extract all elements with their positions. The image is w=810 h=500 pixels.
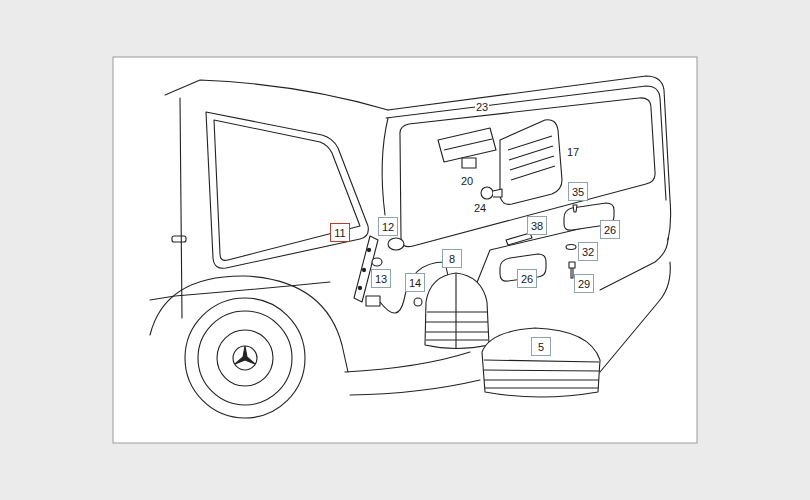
callout-box: 32 (578, 242, 598, 261)
bumper-bottom-right (600, 262, 670, 372)
holder-hole (358, 286, 361, 289)
callout-box: 26 (517, 269, 537, 288)
tailgate-lower-edge (470, 224, 600, 300)
tyre (185, 298, 305, 418)
callout-box: 26 (600, 220, 620, 239)
callout-box: 38 (527, 216, 547, 235)
star-emblem (235, 346, 255, 364)
callout-number: 23 (475, 101, 489, 114)
callout-number: 26 (604, 224, 616, 236)
window-frame (214, 120, 360, 260)
callout-box: 5 (531, 337, 551, 356)
door-edge (180, 98, 182, 318)
callout-box: 13 (371, 269, 391, 288)
callout-number: 11 (334, 227, 345, 239)
lens-5 (482, 328, 600, 397)
bumper-top-right (600, 238, 668, 290)
door-handle (172, 236, 186, 242)
callout-number: 12 (382, 221, 394, 233)
bulb-13 (372, 258, 382, 266)
screw-35 (573, 205, 577, 212)
callout-box: 35 (568, 182, 588, 201)
callout-box: 8 (442, 249, 462, 268)
callout-number: 13 (375, 273, 387, 285)
bumper-bottom (350, 380, 480, 395)
callout-box: 14 (405, 273, 425, 292)
callout-number: 8 (449, 253, 455, 265)
callout-number: 17 (566, 146, 580, 159)
callout-number: 14 (409, 277, 421, 289)
callout-number: 20 (460, 175, 474, 188)
parts (354, 120, 614, 397)
bulb-base (493, 189, 502, 197)
star-ring (233, 346, 257, 370)
side-window (206, 112, 368, 268)
callout-number: 35 (572, 186, 584, 198)
callout-number: 29 (578, 278, 590, 290)
callout-number: 5 (538, 341, 544, 353)
holder-hole (362, 268, 365, 271)
drawing-panel (113, 57, 697, 443)
callout-box: 11 (330, 223, 350, 242)
c-pillar (382, 118, 388, 215)
callout-number: 24 (473, 202, 487, 215)
roof-line (165, 80, 388, 110)
brake-light-17 (500, 120, 562, 205)
cover-23 (438, 128, 496, 162)
clip-20 (462, 158, 476, 168)
nut-14 (414, 298, 422, 306)
bumper-top (345, 352, 470, 372)
hub-cap (217, 330, 273, 386)
lens-ribs (484, 360, 599, 388)
callout-number: 32 (582, 246, 594, 258)
washer-32 (566, 245, 576, 250)
wheel (185, 298, 305, 418)
cover-detail (444, 139, 492, 150)
holder-hole (367, 248, 370, 251)
lamp-ribs (426, 274, 488, 348)
callout-number: 26 (521, 273, 533, 285)
bulb-24 (481, 187, 493, 199)
tail-lamp-8 (425, 273, 489, 349)
callout-number: 38 (531, 220, 543, 232)
rim (198, 311, 292, 405)
bulb-12 (388, 238, 404, 250)
callout-box: 12 (378, 217, 398, 236)
callout-box: 29 (574, 274, 594, 293)
plug (366, 296, 380, 306)
rear-glass (400, 98, 655, 247)
brake-light-grille (508, 136, 555, 180)
